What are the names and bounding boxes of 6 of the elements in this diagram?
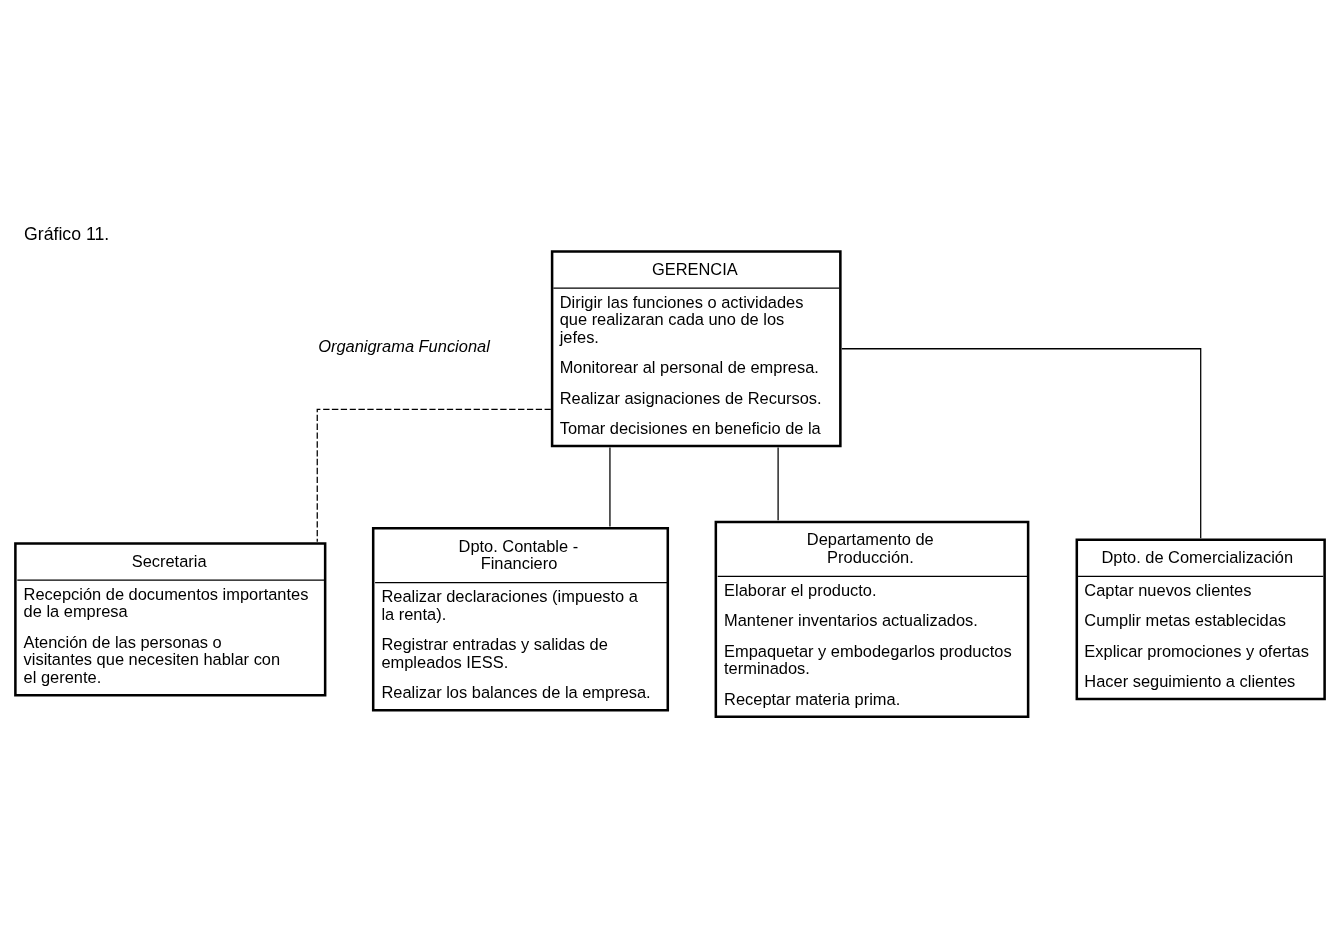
label: Organigrama Funcional <box>318 336 490 355</box>
connector <box>841 347 1202 539</box>
connector <box>777 446 779 521</box>
connector <box>609 446 611 527</box>
diagram-title: Gráfico 11. <box>23 223 110 244</box>
connector <box>316 408 552 542</box>
